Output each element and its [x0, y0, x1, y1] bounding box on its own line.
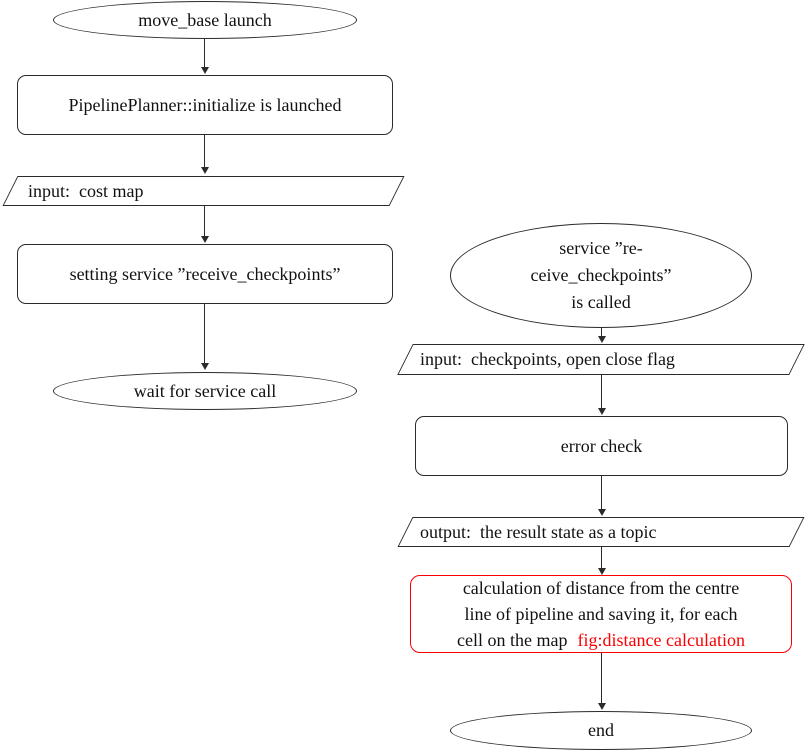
arrow-output-to-distance: [597, 547, 606, 575]
arrowhead-down-icon: [200, 67, 209, 74]
end-ellipse: end: [450, 711, 752, 750]
service-called-ellipse: service ”re- ceive_checkpoints” is calle…: [450, 223, 752, 328]
start-label: move_base launch: [138, 9, 272, 30]
arrow-shaft: [204, 39, 205, 68]
wait-label: wait for service call: [133, 380, 277, 401]
arrow-shaft: [204, 135, 205, 168]
arrow-shaft: [601, 476, 602, 510]
input-checkpoints-label: input: checkpoints, open close flag: [420, 349, 675, 369]
error-check-label: error check: [560, 435, 643, 456]
distance-calculation-box: calculation of distance from the centre …: [410, 575, 792, 653]
arrow-errorcheck-to-output: [597, 476, 606, 516]
arrow-input-to-errorcheck: [597, 375, 606, 415]
arrow-initialize-to-input: [200, 135, 209, 174]
end-label: end: [588, 720, 614, 740]
input-cost-map-parallelogram: input: cost map: [2, 176, 405, 206]
output-result-label: output: the result state as a topic: [420, 521, 657, 542]
arrow-shaft: [601, 375, 602, 409]
distance-calc-line3: cell on the map fig:distance calculation: [457, 627, 745, 653]
arrowhead-down-icon: [200, 363, 209, 370]
arrow-shaft: [601, 328, 602, 337]
distance-calc-line2: line of pipeline and saving it, for each: [464, 604, 738, 624]
service-called-line3: is called: [571, 292, 631, 312]
set-service-process-box: setting service ”receive_checkpoints”: [17, 244, 393, 304]
arrow-shaft: [204, 206, 205, 237]
error-check-process-box: error check: [415, 416, 788, 476]
service-called-line1: service ”re-: [559, 238, 643, 258]
distance-calc-line1: calculation of distance from the centre: [462, 578, 740, 598]
output-result-parallelogram: output: the result state as a topic: [397, 517, 805, 547]
arrowhead-down-icon: [597, 703, 606, 710]
arrow-distance-to-end: [597, 653, 606, 710]
wait-ellipse: wait for service call: [53, 372, 357, 410]
arrow-shaft: [601, 653, 602, 704]
distance-calc-figure-ref: fig:distance calculation: [577, 630, 745, 650]
start-ellipse: move_base launch: [53, 1, 357, 39]
initialize-process-box: PipelinePlanner::initialize is launched: [17, 75, 393, 135]
arrow-called-to-input: [597, 328, 606, 343]
arrowhead-down-icon: [597, 408, 606, 415]
arrow-shaft: [601, 547, 602, 569]
arrowhead-down-icon: [200, 167, 209, 174]
service-called-line2: ceive_checkpoints”: [530, 265, 672, 285]
arrowhead-down-icon: [597, 568, 606, 575]
set-service-label: setting service ”receive_checkpoints”: [69, 263, 341, 284]
distance-calc-line3-text: cell on the map: [457, 630, 568, 650]
arrowhead-down-icon: [200, 236, 209, 243]
arrow-start-to-initialize: [200, 39, 209, 74]
initialize-label: PipelinePlanner::initialize is launched: [68, 94, 342, 115]
input-checkpoints-parallelogram: input: checkpoints, open close flag: [397, 344, 805, 375]
input-cost-map-label: input: cost map: [28, 180, 144, 201]
arrow-input-to-setservice: [200, 206, 209, 243]
arrow-shaft: [204, 304, 205, 364]
arrowhead-down-icon: [597, 336, 606, 343]
arrow-setservice-to-wait: [200, 304, 209, 370]
arrowhead-down-icon: [597, 509, 606, 516]
